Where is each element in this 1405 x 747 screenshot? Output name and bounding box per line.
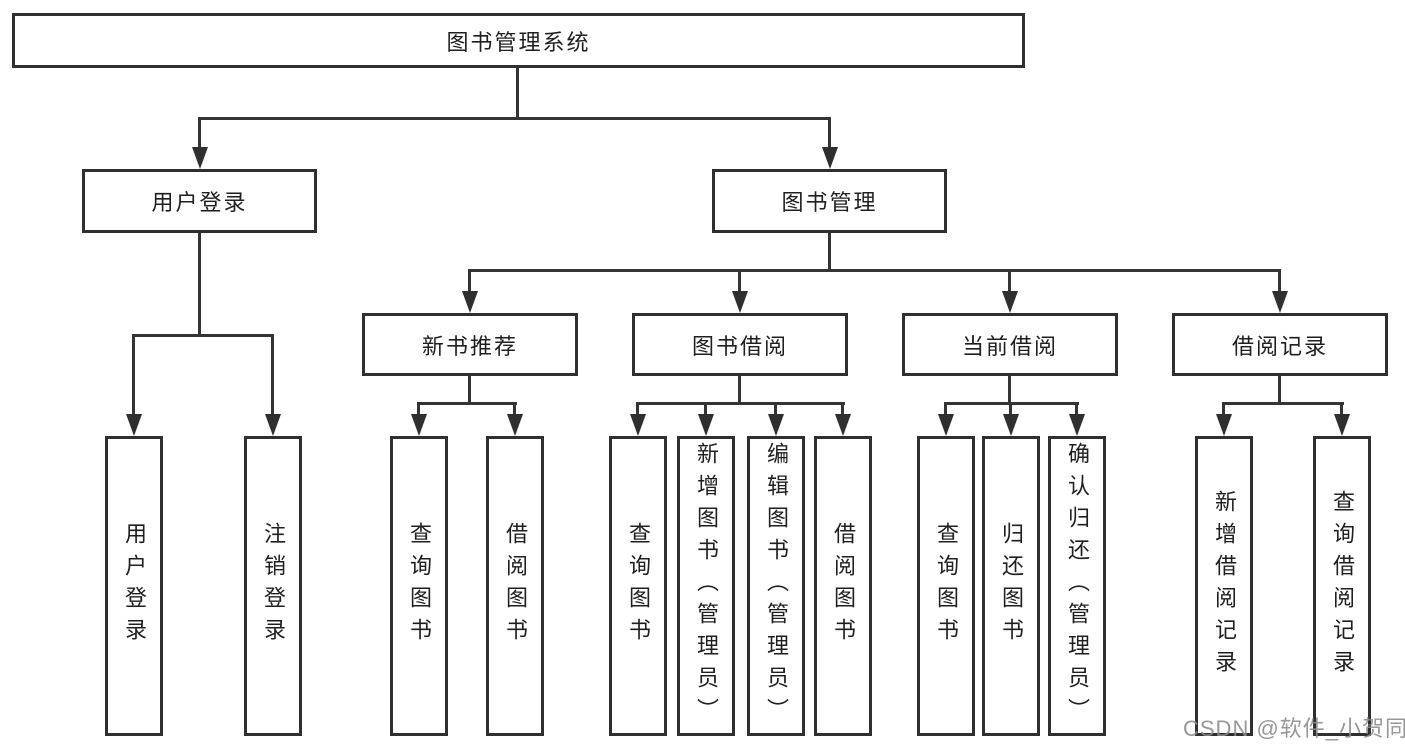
leaf-current-return-label: 归还图书 [999, 522, 1024, 650]
connector-borrow-stub2 [704, 402, 707, 416]
leaf-newbook-query: 查询图书 [390, 436, 448, 736]
node-user-login-label: 用户登录 [151, 190, 248, 215]
connector-newbook-hbar [417, 402, 517, 405]
arrow-to-newbook-query [411, 414, 427, 436]
arrow-to-current-confirm [1069, 414, 1085, 436]
arrow-to-book-management [822, 147, 838, 169]
leaf-record-query: 查询借阅记录 [1313, 436, 1371, 736]
leaf-borrow-add-admin: 新增图书（管理员） [677, 436, 735, 736]
leaf-current-query: 查询图书 [917, 436, 975, 736]
node-book-management: 图书管理 [712, 169, 947, 233]
arrow-to-borrow-borrow [835, 414, 851, 436]
connector-current-stub2 [1009, 402, 1012, 416]
connector-bookmgmt-stub2 [738, 269, 741, 295]
arrow-to-borrow-record [1272, 291, 1288, 313]
connector-borrow-stub3 [774, 402, 777, 416]
arrow-to-leaf-user-login [126, 414, 142, 436]
connector-newbook-stub1 [417, 402, 420, 416]
node-new-book-recommend: 新书推荐 [362, 313, 578, 376]
connector-current-stub3 [1075, 402, 1078, 416]
connector-borrow-hbar [636, 402, 845, 405]
arrow-to-book-borrow [732, 291, 748, 313]
leaf-borrow-add-admin-label: 新增图书（管理员） [694, 442, 719, 730]
arrow-to-record-add [1216, 414, 1232, 436]
connector-borrow-trunk [738, 376, 741, 405]
leaf-user-login-label: 用户登录 [122, 522, 147, 650]
leaf-borrow-query-label: 查询图书 [626, 522, 651, 650]
leaf-record-add: 新增借阅记录 [1195, 436, 1253, 736]
connector-userlogin-trunk [198, 233, 201, 337]
leaf-user-login: 用户登录 [105, 436, 163, 736]
node-new-book-recommend-label: 新书推荐 [421, 333, 518, 359]
connector-root-hbar [198, 117, 831, 120]
connector-bookmgmt-stub4 [1278, 269, 1281, 295]
connector-bookmgmt-trunk [828, 233, 831, 272]
leaf-record-query-label: 查询借阅记录 [1330, 490, 1355, 682]
arrow-to-current-return [1003, 414, 1019, 436]
arrow-to-leaf-logout [265, 414, 281, 436]
connector-current-stub1 [944, 402, 947, 416]
arrow-to-borrow-add [698, 414, 714, 436]
arrow-to-record-query [1334, 414, 1350, 436]
connector-root-trunk [516, 68, 519, 120]
leaf-current-return: 归还图书 [982, 436, 1040, 736]
node-user-login: 用户登录 [82, 169, 317, 233]
node-borrow-record-label: 借阅记录 [1231, 333, 1328, 359]
csdn-watermark: CSDN @软件_小贺同学 [1183, 716, 1405, 741]
connector-current-trunk [1008, 376, 1011, 405]
connector-borrow-stub1 [636, 402, 639, 416]
leaf-borrow-borrow: 借阅图书 [814, 436, 872, 736]
connector-record-stub1 [1222, 402, 1225, 416]
leaf-borrow-query: 查询图书 [609, 436, 667, 736]
connector-record-stub2 [1340, 402, 1343, 416]
connector-record-hbar [1222, 402, 1344, 405]
connector-newbook-trunk [468, 376, 471, 405]
leaf-newbook-query-label: 查询图书 [407, 522, 432, 650]
connector-bookmgmt-hbar [468, 269, 1281, 272]
arrow-to-new-book-recommend [462, 291, 478, 313]
connector-root-stub-right [828, 117, 831, 149]
node-current-borrow-label: 当前借阅 [961, 333, 1058, 359]
leaf-current-confirm-admin-label: 确认归还（管理员） [1065, 442, 1090, 730]
node-book-management-label: 图书管理 [781, 190, 878, 215]
leaf-newbook-borrow: 借阅图书 [486, 436, 544, 736]
connector-userlogin-stub1 [132, 334, 135, 416]
connector-record-trunk [1278, 376, 1281, 405]
leaf-newbook-borrow-label: 借阅图书 [503, 522, 528, 650]
connector-root-stub-left [198, 117, 201, 149]
node-current-borrow: 当前借阅 [902, 313, 1118, 376]
leaf-logout: 注销登录 [244, 436, 302, 736]
leaf-borrow-edit-admin: 编辑图书（管理员） [747, 436, 805, 736]
connector-bookmgmt-stub3 [1008, 269, 1011, 295]
leaf-borrow-borrow-label: 借阅图书 [831, 522, 856, 650]
connector-borrow-stub4 [841, 402, 844, 416]
leaf-current-query-label: 查询图书 [934, 522, 959, 650]
arrow-to-newbook-borrow [507, 414, 523, 436]
arrow-to-current-query [938, 414, 954, 436]
leaf-record-add-label: 新增借阅记录 [1212, 490, 1237, 682]
node-borrow-record: 借阅记录 [1172, 313, 1388, 376]
leaf-borrow-edit-admin-label: 编辑图书（管理员） [764, 442, 789, 730]
arrow-to-borrow-query [630, 414, 646, 436]
node-root-label: 图书管理系统 [446, 29, 591, 55]
connector-bookmgmt-stub1 [468, 269, 471, 295]
node-book-borrow: 图书借阅 [632, 313, 848, 376]
leaf-logout-label: 注销登录 [261, 522, 286, 650]
arrow-to-current-borrow [1002, 291, 1018, 313]
node-root-system: 图书管理系统 [12, 13, 1025, 68]
connector-userlogin-stub2 [271, 334, 274, 416]
connector-newbook-stub2 [513, 402, 516, 416]
connector-userlogin-hbar [132, 334, 274, 337]
node-book-borrow-label: 图书借阅 [691, 333, 788, 359]
arrow-to-borrow-edit [768, 414, 784, 436]
arrow-to-user-login [192, 147, 208, 169]
leaf-current-confirm-admin: 确认归还（管理员） [1048, 436, 1106, 736]
